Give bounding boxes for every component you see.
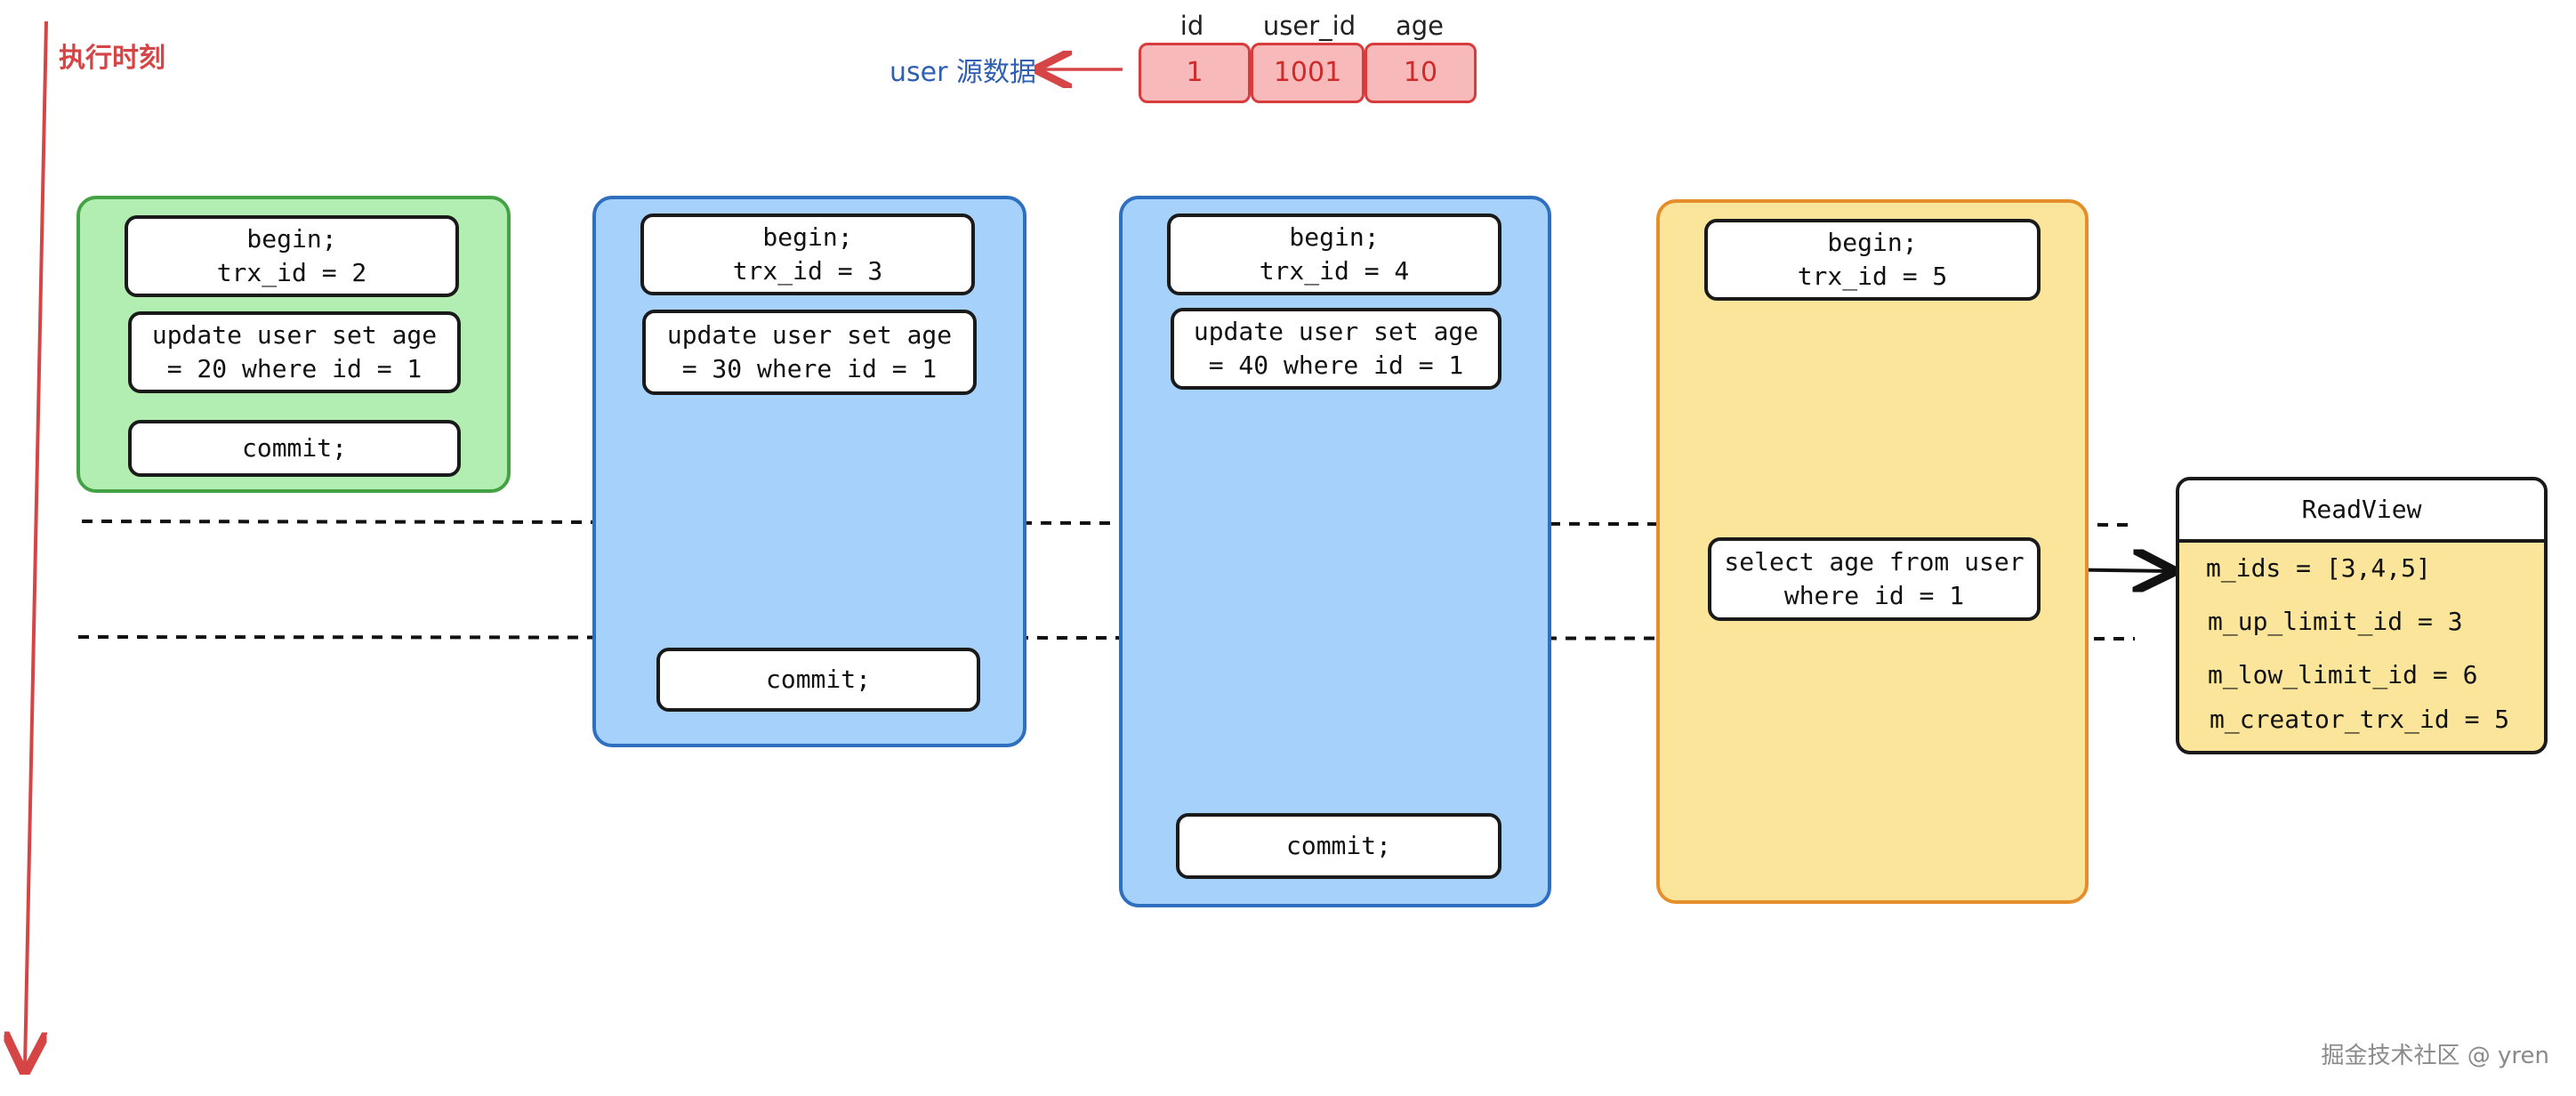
cell-id: 1 [1139, 43, 1251, 103]
begin-statement: begin; trx_id = 2 [125, 215, 459, 297]
begin-statement: begin; trx_id = 3 [640, 214, 975, 295]
cell-age: 10 [1364, 43, 1477, 103]
watermark: 掘金技术社区 @ yren [2321, 1043, 2549, 1069]
readview-field-m-low-limit-id: m_low_limit_id = 6 [2208, 660, 2478, 689]
column-header-id: id [1179, 11, 1204, 41]
time-axis-arrow [25, 20, 48, 1068]
select-statement: select age from user where id = 1 [1708, 537, 2041, 621]
time-divider-2 [77, 635, 2136, 641]
commit-statement: commit; [656, 648, 980, 712]
readview-field-m-creator-trx-id: m_creator_trx_id = 5 [2210, 705, 2510, 734]
update-statement: update user set age = 30 where id = 1 [642, 310, 977, 395]
column-header-user-id: user_id [1262, 11, 1356, 41]
commit-statement: commit; [128, 420, 461, 477]
begin-statement: begin; trx_id = 5 [1704, 219, 2041, 301]
time-axis-label: 执行时刻 [59, 43, 165, 74]
column-header-age: age [1395, 11, 1445, 41]
readview-title: ReadView [2179, 480, 2544, 543]
update-statement: update user set age = 20 where id = 1 [128, 311, 461, 393]
transaction-panel-trx-4 [1119, 196, 1551, 907]
cell-user-id: 1001 [1251, 43, 1364, 103]
readview-field-m-up-limit-id: m_up_limit_id = 3 [2208, 607, 2463, 636]
begin-statement: begin; trx_id = 4 [1167, 214, 1501, 295]
readview-box: ReadView [2176, 477, 2548, 754]
update-statement: update user set age = 40 where id = 1 [1171, 308, 1501, 390]
commit-statement: commit; [1176, 813, 1501, 879]
source-data-label: user 源数据 [890, 57, 1036, 88]
readview-field-m-ids: m_ids = [3,4,5] [2206, 553, 2431, 583]
